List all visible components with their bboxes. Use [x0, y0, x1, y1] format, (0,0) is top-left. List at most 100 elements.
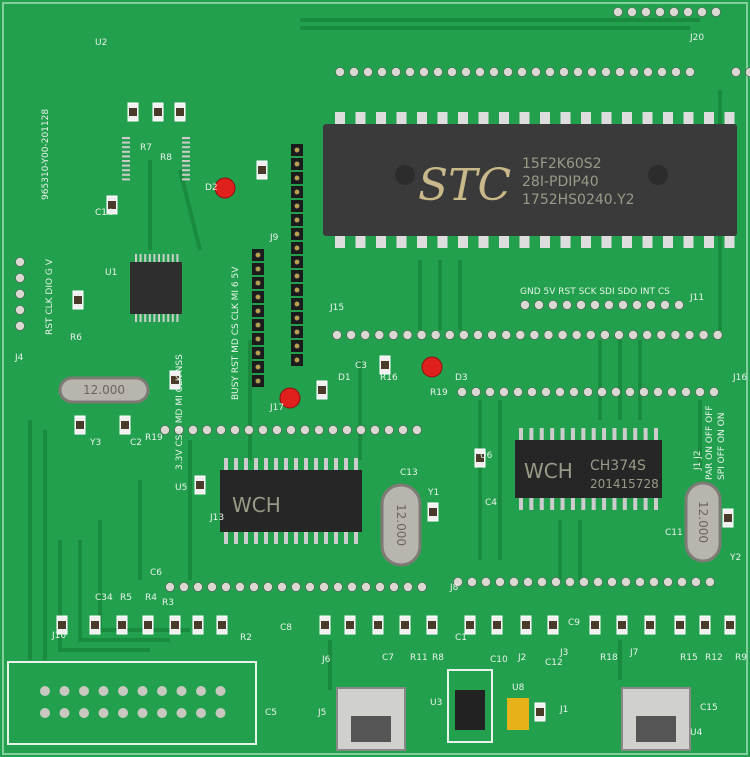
header-j11-pin: [416, 330, 427, 340]
header-top-pin: [461, 67, 471, 77]
header-j8-pin: [389, 582, 399, 592]
silkscreen-label-j8: J8: [449, 583, 459, 593]
header-top-pin: [433, 67, 443, 77]
crystal-y1-label: 12.000: [394, 504, 408, 546]
u5-logo: WCH: [232, 493, 281, 517]
smd-body: [76, 421, 84, 429]
header-j11-pin: [459, 330, 469, 340]
qfp-pin: [182, 160, 190, 162]
qfp-pin: [182, 137, 190, 139]
header-j11-pin: [684, 330, 695, 340]
qfp-pin: [158, 314, 160, 322]
header-j11-pin: [628, 330, 638, 340]
mcu-pin: [581, 234, 591, 248]
smd-body: [724, 514, 732, 522]
silkscreen-label-u8: U8: [512, 683, 525, 693]
header-j10-pin: [495, 577, 505, 587]
j5-pin: [79, 686, 89, 696]
jumper-table-spi: SPI OFF ON ON: [717, 413, 727, 480]
header-j20row-pin: [597, 387, 607, 397]
j5-pin: [196, 686, 206, 696]
silkscreen-label-u1: U1: [105, 268, 117, 278]
header-j10-pin: [579, 577, 589, 587]
mcu-chip: [323, 124, 737, 236]
header-j13-pin: [711, 7, 721, 17]
qfp-pin: [122, 169, 130, 172]
header-j8-pin: [235, 582, 245, 592]
header-j20row-pin: [457, 387, 467, 397]
u6-part: CH374S: [590, 458, 646, 474]
header-j17-pin: [294, 329, 300, 335]
mcu-pin: [663, 234, 673, 248]
j5-pin: [137, 708, 148, 718]
smd-body: [428, 621, 436, 629]
header-j9-pin: [300, 425, 310, 435]
header-top-pin: [615, 67, 625, 77]
header-j17-pin: [294, 189, 300, 195]
silkscreen-label-r9: R9: [735, 653, 747, 663]
header-j16-pin: [632, 300, 642, 310]
silkscreen-label-j13: J13: [209, 513, 224, 523]
j16-pin-labels: GND 5V RST SCK SDI SDO INT CS: [520, 287, 670, 297]
silkscreen-label-j9: J9: [269, 233, 279, 243]
header-j17-pin: [294, 287, 300, 293]
jumper-table-header: J1 J2: [693, 450, 703, 471]
usb-chip-u6-pin: [602, 428, 607, 440]
header-top-pin: [363, 67, 373, 77]
header-j10-pin: [663, 577, 673, 587]
usb-chip-u6-pin: [519, 428, 523, 440]
usb-chip-u6-pin: [581, 498, 586, 510]
header-j11-pin: [712, 330, 723, 340]
led: [279, 387, 301, 409]
smd-body: [493, 621, 501, 629]
header-top-pin: [657, 67, 667, 77]
qfp-pin: [153, 254, 156, 262]
header-j11-pin: [346, 330, 356, 340]
header-top-pin: [419, 67, 429, 77]
j9-pin-labels: 3.3V CS 8 MD MI CLK NSS: [175, 354, 185, 470]
mcu-pin: [601, 112, 612, 126]
header-j17-pin: [294, 217, 300, 223]
header-j9-pin: [244, 425, 254, 435]
header-j9-pin: [160, 425, 170, 435]
silkscreen-label-c2: C2: [130, 438, 142, 448]
mcu-dimple: [648, 165, 668, 185]
header-j11-pin: [698, 330, 709, 340]
header-j10-pin: [621, 577, 631, 587]
silkscreen-label-u4: U4: [690, 728, 703, 738]
header-j16-pin: [534, 300, 544, 310]
silkscreen-label-u6: U6: [480, 451, 493, 461]
silkscreen-label-j17: J17: [269, 403, 284, 413]
mcu-pin: [581, 112, 591, 126]
qfp-pin: [122, 150, 130, 153]
mcu-pin: [601, 234, 612, 248]
smd-body: [218, 621, 226, 629]
smd-body: [121, 421, 129, 429]
usb-chip-u5-pin: [344, 458, 348, 470]
silkscreen-label-r8: R8: [432, 653, 444, 663]
header-j9-pin: [230, 425, 240, 435]
silkscreen-label-r2: R2: [240, 633, 252, 643]
mcu-pin: [622, 112, 632, 126]
qfp-pin: [122, 173, 130, 176]
header-j9-pin: [286, 425, 296, 435]
qfp-pin: [182, 178, 190, 181]
mcu-pin: [683, 234, 694, 248]
silkscreen-label-c11: C11: [665, 528, 683, 538]
silkscreen-label-r6: R6: [70, 333, 82, 343]
header-j17-pin: [294, 273, 300, 279]
led: [214, 177, 236, 199]
header-j11-pin: [388, 330, 399, 340]
usb-chip-u6-pin: [529, 428, 534, 440]
header-j9-pin: [216, 425, 226, 435]
header-j8-pin: [291, 582, 301, 592]
header-j9-pin: [342, 425, 352, 435]
qfp-pin: [148, 254, 151, 262]
header-j13-pin: [697, 7, 707, 17]
header-j8-pin: [179, 582, 189, 592]
usb-chip-u6-pin: [633, 428, 638, 440]
usb-chip-u5-pin: [264, 532, 268, 544]
usb-chip-u6-pin: [633, 498, 638, 510]
smd-body: [726, 621, 734, 629]
board-id: 965310-Y00-201128: [41, 109, 51, 200]
